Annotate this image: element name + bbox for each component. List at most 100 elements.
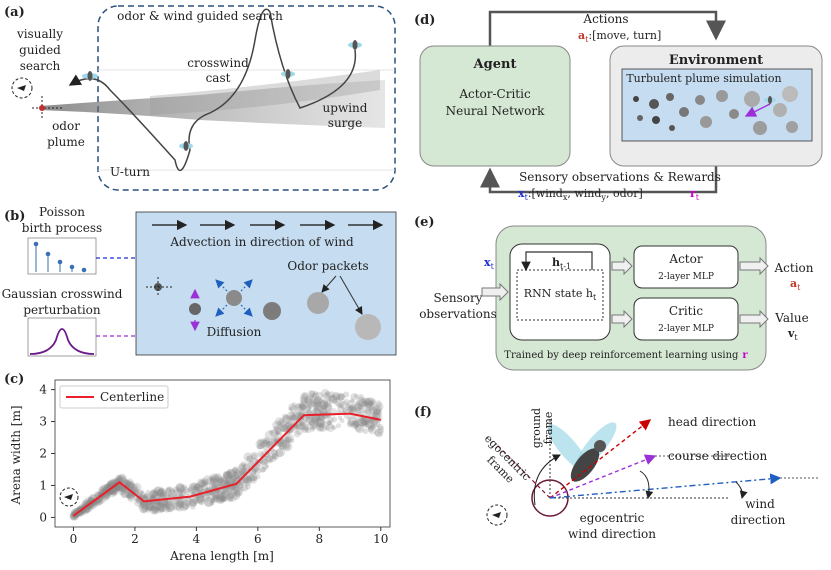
- scatter-point: [226, 469, 237, 479]
- scatter-point: [302, 424, 309, 431]
- scatter-point: [270, 429, 279, 438]
- scatter-point: [280, 425, 285, 429]
- scatter-point: [234, 469, 239, 473]
- scatter-point: [228, 490, 233, 495]
- scatter-point: [262, 455, 272, 465]
- agent-box: [419, 45, 571, 167]
- fly-icon: [281, 69, 295, 79]
- scatter-point: [287, 411, 296, 420]
- scatter-point: [243, 452, 253, 462]
- scatter-point: [274, 430, 279, 436]
- panel-f: (f) ground frame egocentric frame head d…: [414, 405, 820, 541]
- scatter-point: [306, 405, 312, 411]
- scatter-point: [210, 474, 219, 483]
- scatter-point: [276, 430, 281, 435]
- scatter-point: [325, 419, 332, 426]
- scatter-point: [333, 393, 340, 400]
- scatter-point: [373, 408, 383, 418]
- scatter-point: [357, 417, 368, 427]
- scatter-point: [118, 474, 127, 483]
- scatter-point: [282, 442, 293, 452]
- scatter-point: [163, 505, 171, 513]
- scatter-point: [169, 488, 176, 494]
- scatter-point: [127, 481, 135, 490]
- scatter-point: [114, 485, 121, 491]
- scatter-point: [135, 495, 144, 504]
- scatter-point: [298, 422, 307, 431]
- scatter-point: [284, 433, 294, 443]
- scatter-point: [261, 458, 269, 466]
- scatter-point: [305, 426, 312, 434]
- scatter-point: [302, 425, 310, 432]
- scatter-point: [263, 439, 268, 445]
- scatter-point: [105, 481, 116, 491]
- scatter-point: [117, 486, 127, 496]
- scatter-point: [198, 499, 205, 506]
- scatter-point: [152, 490, 159, 497]
- scatter-point: [82, 503, 93, 514]
- value-label: Value: [774, 311, 808, 325]
- scatter-point: [336, 400, 345, 409]
- scatter-point: [192, 496, 200, 505]
- scatter-point: [223, 479, 230, 485]
- scatter-point: [282, 413, 289, 420]
- scatter-point: [225, 480, 230, 486]
- scatter-point: [273, 425, 280, 432]
- scatter-point: [179, 502, 189, 512]
- scatter-point: [220, 478, 228, 486]
- scatter-point: [155, 499, 162, 506]
- scatter-point: [217, 477, 225, 484]
- scatter-point: [224, 491, 230, 497]
- scatter-point: [322, 411, 331, 420]
- scatter-point: [212, 494, 221, 503]
- scatter-point: [149, 490, 158, 499]
- scatter-point: [361, 400, 368, 407]
- odor-plume-haze: [150, 70, 380, 115]
- scatter-point: [167, 492, 174, 499]
- scatter-point: [370, 399, 376, 404]
- input-arrow: [481, 282, 509, 302]
- scatter-point: [299, 403, 307, 412]
- scatter-point: [266, 441, 272, 447]
- scatter-point: [235, 490, 241, 496]
- scatter-point: [191, 487, 200, 496]
- odor-plume-shape: [40, 80, 385, 128]
- fly-icon: [179, 141, 193, 151]
- scatter-point: [125, 492, 131, 498]
- wind-compass-icon: [11, 77, 33, 99]
- scatter-point: [228, 492, 238, 502]
- scatter-point: [218, 495, 226, 502]
- simulation-odor-packets: [633, 86, 798, 135]
- scatter-point: [115, 474, 122, 482]
- scatter-point: [313, 407, 319, 413]
- scatter-point: [285, 435, 292, 443]
- scatter-point: [283, 436, 291, 444]
- scatter-point: [346, 405, 354, 413]
- scatter-point: [202, 475, 213, 485]
- scatter-point: [210, 491, 215, 496]
- scatter-point: [126, 494, 131, 499]
- scatter-point: [352, 419, 358, 426]
- scatter-point: [81, 499, 92, 510]
- scatter-point: [318, 399, 329, 410]
- scatter-point: [323, 403, 333, 412]
- scatter-point: [247, 465, 258, 476]
- scatter-point: [250, 451, 259, 461]
- scatter-point: [238, 467, 247, 476]
- scatter-point: [127, 495, 133, 501]
- scatter-point: [307, 404, 313, 410]
- scatter-point: [361, 397, 368, 404]
- diffusion-label: Diffusion: [207, 325, 262, 339]
- scatter-point: [217, 487, 225, 496]
- scatter-point: [299, 402, 305, 408]
- scatter-point: [220, 493, 228, 501]
- scatter-point: [324, 424, 330, 431]
- scatter-point: [361, 419, 369, 427]
- scatter-point: [116, 485, 123, 492]
- scatter-point: [203, 497, 214, 507]
- scatter-point: [189, 499, 197, 508]
- scatter-point: [318, 398, 325, 405]
- scatter-point: [127, 481, 135, 489]
- scatter-point: [291, 414, 297, 421]
- scatter-point: [311, 392, 319, 400]
